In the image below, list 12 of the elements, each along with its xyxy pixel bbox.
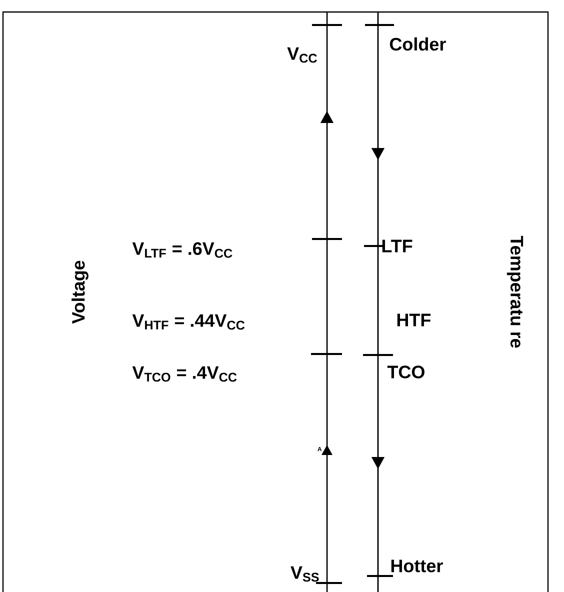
scale-label: V$_{LTF}$ = .6V$_{CC}$	[132, 242, 232, 258]
axis-title: Temperatu re	[506, 236, 524, 348]
scale-label: V$_{TCO}$ = .4V$_{CC}$	[132, 366, 237, 382]
scale-label: V$_{HTF}$ = .44V$_{CC}$	[132, 314, 245, 330]
scale-label: V$_{SS}$	[290, 566, 319, 582]
scale-label: V$_{CC}$	[287, 47, 317, 63]
scale-label: Colder	[390, 37, 446, 51]
scale-label: Hotter	[391, 560, 443, 572]
scale-label: LTF	[382, 240, 412, 252]
scale-label: HTF	[397, 314, 431, 326]
axis-title: Voltage	[72, 260, 88, 324]
scale-label: TCO	[387, 366, 424, 378]
